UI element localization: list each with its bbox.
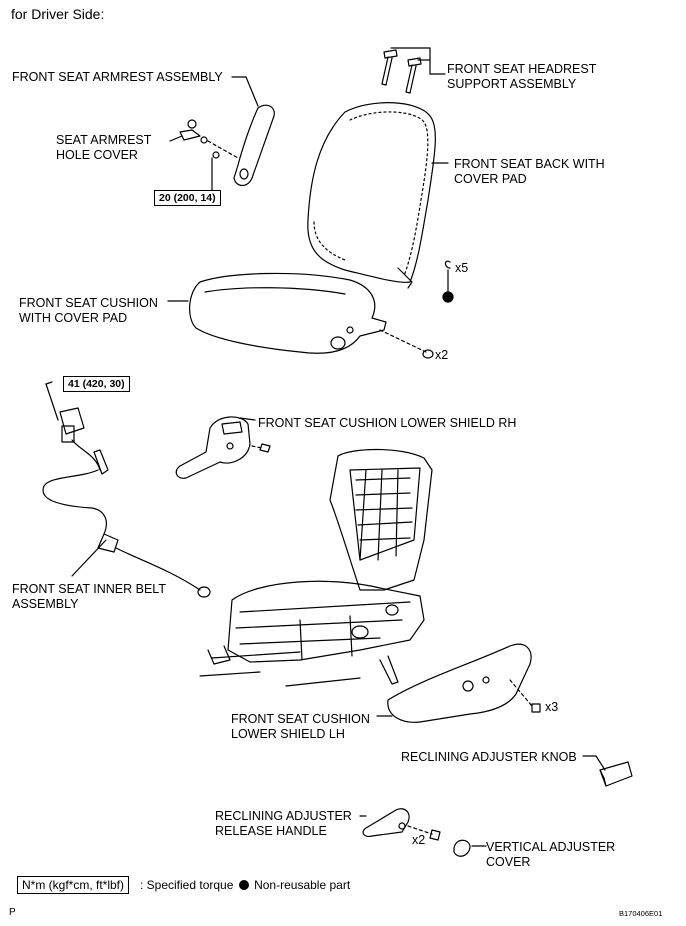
headrest-support-label: FRONT SEAT HEADREST SUPPORT ASSEMBLY [447, 62, 597, 91]
legend-description: : Specified torque Non-reusable part [140, 877, 350, 893]
belt-torque-box: 41 (420, 30) [63, 376, 130, 392]
lower-shield-lh-label: FRONT SEAT CUSHION LOWER SHIELD LH [231, 712, 370, 741]
lower-shield-lh-drawing [376, 643, 541, 723]
lh-screw-qty: x3 [545, 700, 559, 714]
hog-ring-drawing [444, 260, 451, 293]
lower-shield-rh-label: FRONT SEAT CUSHION LOWER SHIELD RH [258, 416, 517, 430]
recline-handle-label: RECLINING ADJUSTER RELEASE HANDLE [215, 809, 352, 838]
page-title: for Driver Side: [11, 6, 105, 22]
armrest-torque-box: 20 (200, 14) [154, 190, 221, 206]
nonreusable-marker [442, 291, 454, 303]
recline-knob-label: RECLINING ADJUSTER KNOB [401, 750, 577, 764]
armrest-bolt-drawing [169, 119, 239, 191]
armrest-drawing [231, 76, 275, 187]
nonreusable-dot-icon [238, 880, 249, 890]
cushion-nut-drawing [422, 349, 434, 359]
seat-back-label: FRONT SEAT BACK WITH COVER PAD [454, 157, 605, 186]
armrest-assembly-label: FRONT SEAT ARMREST ASSEMBLY [12, 70, 223, 84]
armrest-hole-cover-label: SEAT ARMREST HOLE COVER [56, 133, 152, 162]
cushion-nut-qty: x2 [435, 348, 449, 362]
inner-belt-label: FRONT SEAT INNER BELT ASSEMBLY [12, 582, 166, 611]
footer-left-code: P [9, 907, 16, 918]
handle-screw-qty: x2 [412, 833, 426, 847]
seat-frame-drawing [199, 448, 433, 687]
legend-torque-units: N*m (kgf*cm, ft*lbf) [17, 876, 130, 894]
legend-torque-desc: : Specified torque [140, 878, 234, 892]
inner-belt-drawing [42, 381, 211, 598]
seat-back-drawing [307, 102, 449, 289]
recline-handle-drawing [359, 808, 441, 841]
vertical-cover-drawing [453, 839, 487, 857]
recline-knob-drawing [582, 755, 633, 787]
lower-shield-rh-drawing [175, 416, 271, 479]
footer-figure-id: B170406E01 [619, 909, 663, 918]
seat-cushion-label: FRONT SEAT CUSHION WITH COVER PAD [19, 296, 158, 325]
seat-cushion-drawing [167, 272, 427, 354]
headrest-support-drawing [381, 47, 446, 94]
legend-nonreusable-desc: Non-reusable part [254, 878, 351, 892]
vertical-cover-label: VERTICAL ADJUSTER COVER [486, 840, 616, 869]
hog-ring-qty: x5 [455, 261, 469, 275]
